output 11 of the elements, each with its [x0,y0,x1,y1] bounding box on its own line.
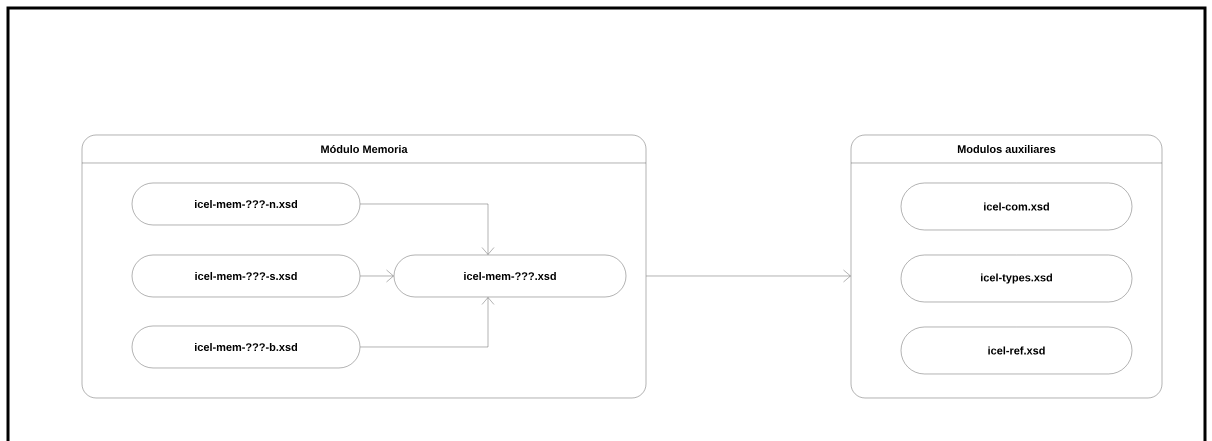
file-node: icel-mem-???-n.xsd [131,182,361,226]
arrow [360,269,394,283]
arrow [646,269,851,283]
arrow [360,203,495,255]
file-node: icel-mem-???-b.xsd [131,325,361,369]
arrow [360,297,495,348]
file-node: icel-com.xsd [900,182,1133,231]
file-node: icel-ref.xsd [900,326,1133,375]
file-node: icel-mem-???-s.xsd [131,254,361,298]
file-node: icel-mem-???.xsd [393,254,627,298]
file-node: icel-types.xsd [900,254,1133,303]
